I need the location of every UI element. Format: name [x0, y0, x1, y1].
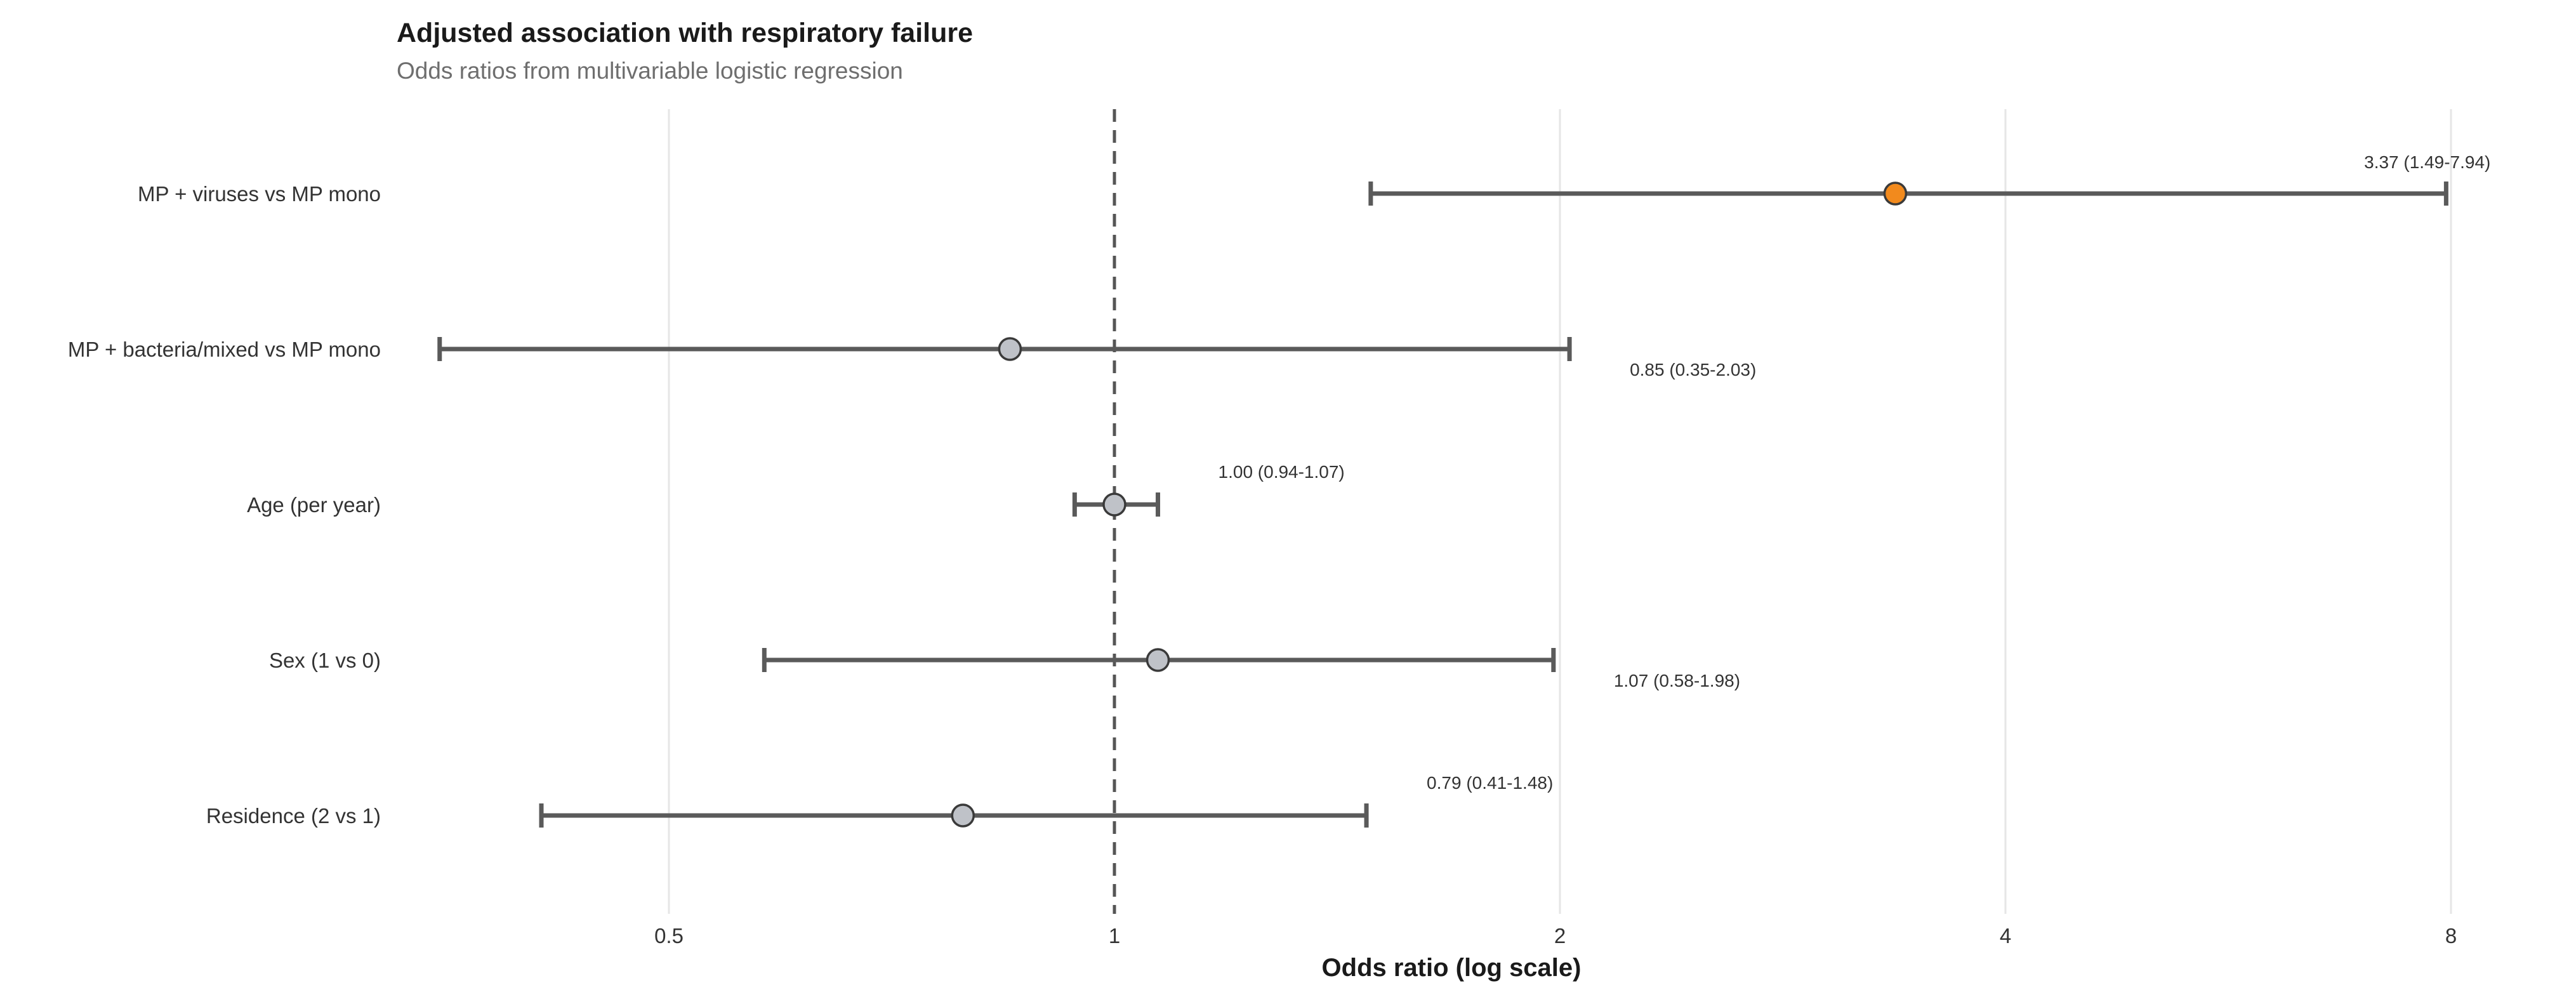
chart-title: Adjusted association with respiratory fa…: [397, 18, 973, 48]
or-point: [998, 337, 1022, 361]
forest-row: Residence (2 vs 1) 0.79 (0.41-1.48): [206, 773, 1553, 828]
or-point: [1146, 648, 1170, 672]
estimate-label: 1.00 (0.94-1.07): [1219, 462, 1345, 482]
estimate-label: 0.79 (0.41-1.48): [1427, 773, 1553, 793]
estimate-label: 0.85 (0.35-2.03): [1630, 360, 1756, 380]
row-label: Sex (1 vs 0): [269, 649, 381, 672]
estimate-label: 1.07 (0.58-1.98): [1614, 671, 1740, 690]
x-tick-label: 1: [1109, 924, 1120, 947]
x-axis-label: Odds ratio (log scale): [1322, 954, 1582, 982]
row-label: Age (per year): [247, 493, 381, 517]
or-point: [1102, 492, 1126, 517]
forest-row: Age (per year) 1.00 (0.94-1.07): [247, 462, 1345, 517]
row-label: MP + viruses vs MP mono: [138, 182, 381, 206]
x-tick-label: 8: [2445, 924, 2457, 947]
x-tick-label: 2: [1554, 924, 1566, 947]
x-axis-ticks: 0.5 1 2 4 8: [654, 924, 2457, 947]
forest-row: MP + bacteria/mixed vs MP mono 0.85 (0.35…: [68, 337, 1756, 380]
row-label: MP + bacteria/mixed vs MP mono: [68, 338, 381, 361]
x-tick-label: 0.5: [654, 924, 684, 947]
x-tick-label: 4: [2000, 924, 2011, 947]
forest-row: MP + viruses vs MP mono 3.37 (1.49-7.94): [138, 152, 2490, 206]
grid-layer: [668, 109, 2452, 914]
forest-row: Sex (1 vs 0) 1.07 (0.58-1.98): [269, 648, 1740, 690]
estimate-label: 3.37 (1.49-7.94): [2364, 152, 2490, 172]
or-point: [1883, 182, 1908, 206]
chart-subtitle: Odds ratios from multivariable logistic …: [397, 58, 903, 84]
or-point: [951, 803, 975, 828]
row-label: Residence (2 vs 1): [206, 804, 381, 828]
